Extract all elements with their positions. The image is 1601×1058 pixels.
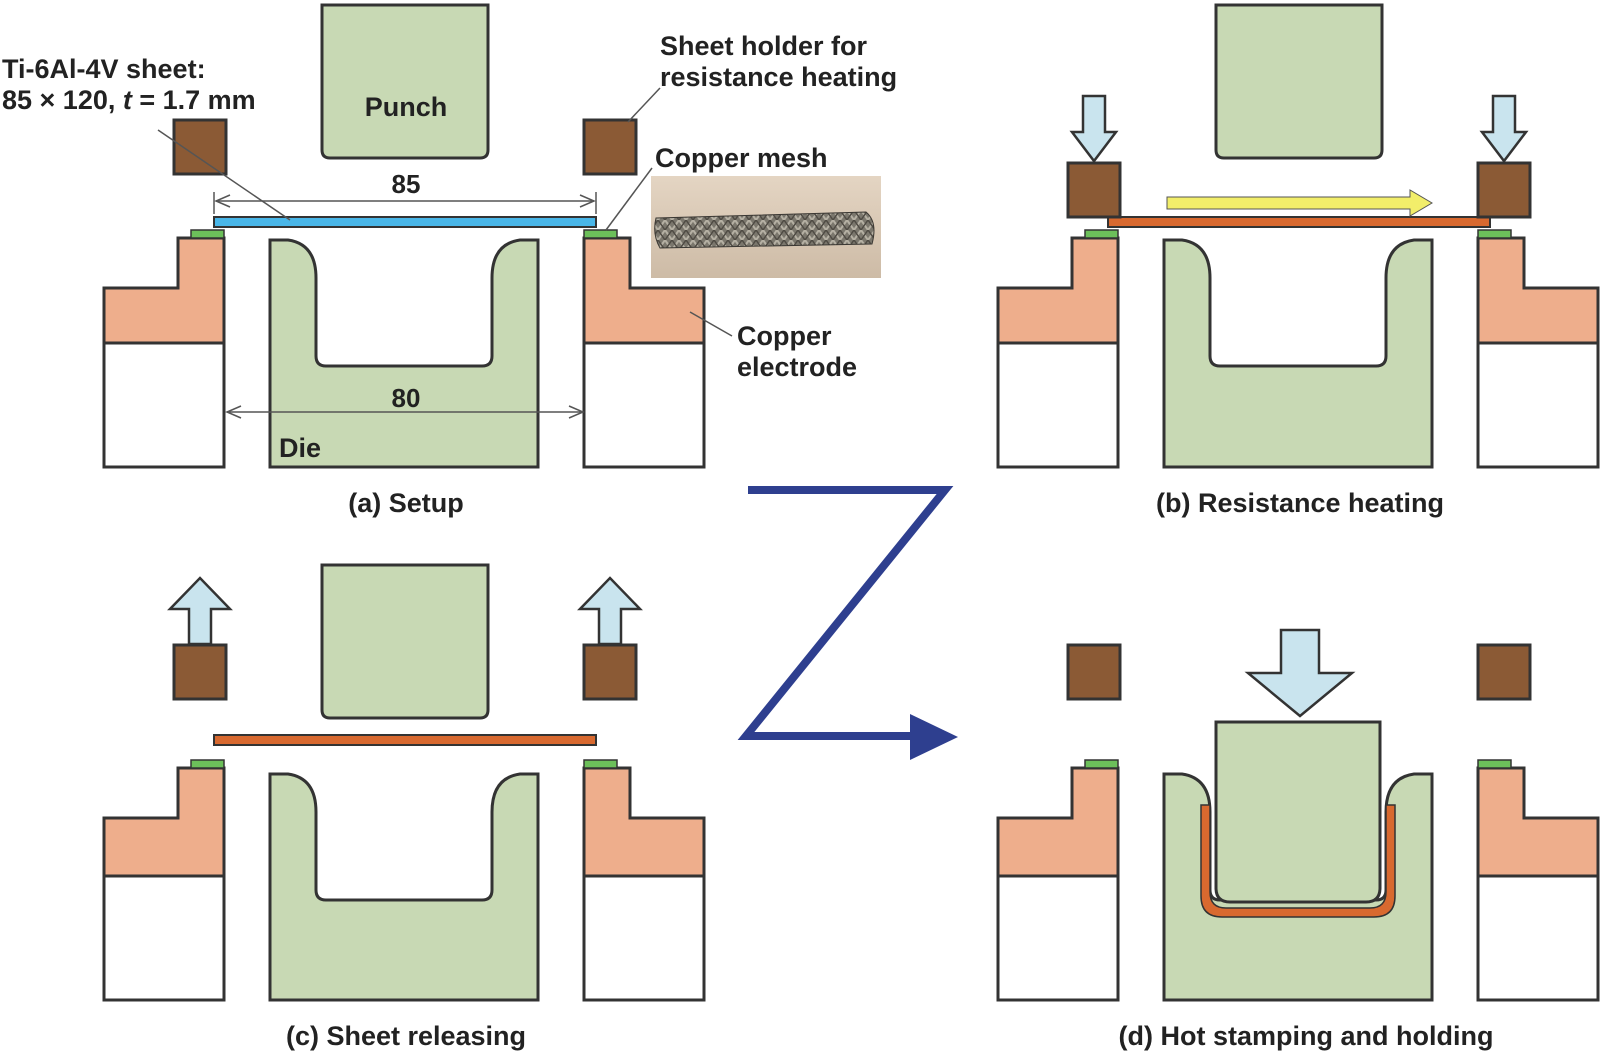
left-sheet-holder-raised	[172, 643, 228, 701]
titanium-sheet-hot	[213, 734, 597, 746]
sheet-width-dimension	[213, 192, 597, 214]
right-electrode-stack	[582, 229, 706, 469]
right-copper-mesh	[1477, 229, 1512, 239]
sheet-width-value: 85	[392, 169, 421, 199]
left-support-block	[996, 341, 1120, 469]
caption-resistance-heating: (b) Resistance heating	[1156, 488, 1444, 518]
right-sheet-holder-raised	[1476, 643, 1532, 701]
punch	[320, 563, 490, 720]
copper-mesh-label: Copper mesh	[655, 143, 828, 173]
panel-hot-stamping: (d) Hot stamping and holding	[996, 628, 1600, 1051]
left-copper-electrode	[102, 236, 226, 345]
right-clamp-down-arrow-icon	[1479, 94, 1529, 164]
right-copper-mesh	[583, 229, 618, 239]
left-copper-mesh	[1084, 759, 1119, 769]
die	[268, 238, 540, 469]
left-clamp-down-arrow-icon	[1069, 94, 1119, 164]
titanium-sheet-hot	[1107, 216, 1491, 228]
die	[268, 772, 540, 1002]
right-support-block	[1476, 874, 1600, 1002]
caption-hot-stamping: (d) Hot stamping and holding	[1119, 1021, 1494, 1051]
right-copper-electrode	[582, 766, 706, 878]
left-sheet-holder-clamped	[1066, 161, 1122, 219]
left-copper-electrode	[996, 236, 1120, 345]
current-flow-arrow-icon	[1166, 189, 1433, 217]
electrode-label-line2: electrode	[737, 352, 857, 382]
titanium-sheet-cold	[213, 216, 597, 228]
right-support-block	[582, 874, 706, 1002]
holder-label-line1: Sheet holder for	[660, 31, 868, 61]
process-flow-arrow-icon	[737, 486, 958, 760]
right-copper-mesh	[1477, 759, 1512, 769]
right-release-up-arrow-icon	[577, 576, 643, 646]
holder-leader-line	[627, 87, 661, 123]
punch-lowered	[1214, 720, 1382, 904]
right-sheet-holder-clamped	[1476, 161, 1532, 219]
right-copper-electrode	[1476, 766, 1600, 878]
left-sheet-holder	[172, 118, 228, 176]
right-copper-electrode	[1476, 236, 1600, 345]
sheet-leader-line	[157, 129, 291, 221]
sheet-label-line1: Ti-6Al-4V sheet:	[2, 54, 206, 84]
left-support-block	[102, 874, 226, 1002]
right-sheet-holder	[582, 118, 638, 176]
caption-setup: (a) Setup	[348, 488, 464, 518]
right-support-block	[1476, 341, 1600, 469]
copper-mesh-photo	[651, 176, 881, 278]
die	[1162, 238, 1434, 469]
punch-down-arrow-icon	[1244, 628, 1356, 718]
punch	[320, 3, 490, 160]
left-electrode-stack	[102, 229, 226, 469]
panel-sheet-releasing: (c) Sheet releasing	[102, 563, 706, 1051]
sheet-label-line2: 85 × 120, t = 1.7 mm	[2, 85, 256, 115]
left-copper-electrode	[996, 766, 1120, 878]
panel-resistance-heating: (b) Resistance heating	[996, 3, 1600, 518]
left-copper-mesh	[190, 229, 225, 239]
punch	[1214, 3, 1384, 160]
right-copper-mesh	[583, 759, 618, 769]
electrode-leader-line	[689, 311, 733, 337]
die-width-dimension	[225, 405, 585, 419]
left-sheet-holder-raised	[1066, 643, 1122, 701]
die-label: Die	[279, 433, 321, 463]
left-release-up-arrow-icon	[167, 576, 233, 646]
right-sheet-holder-raised	[582, 643, 638, 701]
left-copper-mesh	[1084, 229, 1119, 239]
right-support-block	[582, 341, 706, 469]
left-support-block	[102, 341, 226, 469]
die-width-value: 80	[392, 383, 421, 413]
panel-setup: 85 80 Ti-6Al-4V sheet: 85 × 120, t = 1.7…	[2, 3, 897, 518]
electrode-label-line1: Copper	[737, 321, 832, 351]
right-copper-electrode	[582, 236, 706, 345]
holder-label-line2: resistance heating	[660, 62, 897, 92]
left-copper-electrode	[102, 766, 226, 878]
mesh-leader-line	[605, 167, 653, 231]
left-support-block	[996, 874, 1120, 1002]
left-copper-mesh	[190, 759, 225, 769]
caption-sheet-releasing: (c) Sheet releasing	[286, 1021, 526, 1051]
formed-titanium-part	[1200, 804, 1396, 918]
punch-label: Punch	[365, 92, 448, 122]
